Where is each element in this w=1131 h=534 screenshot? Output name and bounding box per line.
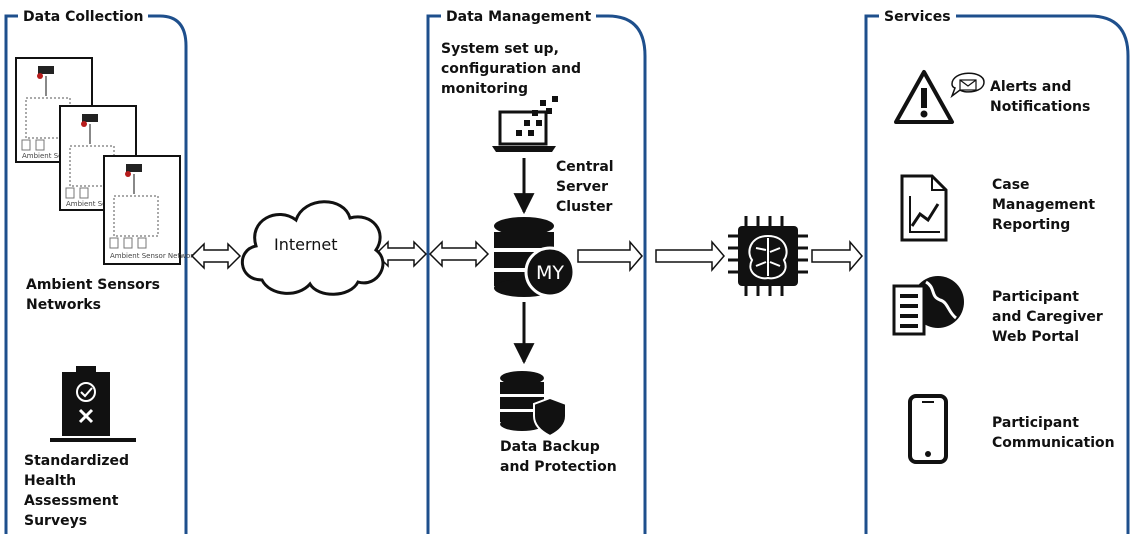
service-label-line: Communication — [992, 435, 1115, 451]
server-badge: MY — [536, 262, 564, 284]
backup-label-line: Data Backup — [500, 439, 600, 455]
setup-label-line: monitoring — [441, 81, 528, 97]
surveys-label-line: Assessment — [24, 493, 119, 509]
sensor-network-card: Ambient Sensor Network — [103, 155, 198, 265]
surveys-label-line: Surveys — [24, 513, 88, 529]
service-label-line: Web Portal — [992, 329, 1080, 345]
flow-arrow-right — [577, 239, 643, 273]
section-title-services: Services — [879, 8, 956, 26]
database-server-icon: MY — [494, 217, 576, 298]
service-label-line: and Caregiver — [992, 309, 1103, 325]
section-title-data-management: Data Management — [441, 8, 597, 26]
service-label-line: Reporting — [992, 217, 1071, 233]
server-label-line: Server — [556, 179, 609, 195]
alert-icon — [894, 70, 985, 124]
web-portal-icon — [892, 276, 964, 336]
service-label-line: Management — [992, 197, 1096, 213]
flow-arrow-right — [811, 239, 863, 273]
setup-label-line: System set up, — [441, 41, 559, 57]
laptop-icon — [492, 96, 558, 152]
bidirectional-arrow — [374, 240, 428, 268]
ai-chip-brain-icon — [728, 216, 808, 296]
clipboard-checklist-icon — [50, 366, 136, 442]
setup-label-line: configuration and — [441, 61, 581, 77]
smartphone-icon — [908, 394, 948, 464]
sensor-card-caption: Ambient Sensor Network — [110, 252, 198, 260]
service-label-line: Participant — [992, 289, 1079, 305]
service-label-line: Participant — [992, 415, 1079, 431]
services-frame — [864, 14, 1130, 534]
backup-label-line: and Protection — [500, 459, 617, 475]
backup-shield-icon — [500, 371, 567, 438]
data-collection-frame — [4, 14, 188, 534]
bidirectional-arrow — [428, 240, 490, 268]
bidirectional-arrow — [190, 242, 242, 270]
server-label-line: Central — [556, 159, 614, 175]
service-label-line: Notifications — [990, 99, 1091, 115]
internet-cloud-icon — [240, 200, 385, 296]
surveys-label-line: Health — [24, 473, 77, 489]
internet-label: Internet — [274, 235, 338, 254]
flow-arrow-right — [655, 239, 725, 273]
service-label-line: Case — [992, 177, 1030, 193]
data-management-frame — [426, 14, 647, 534]
surveys-label-line: Standardized — [24, 453, 130, 469]
server-label-line: Cluster — [556, 199, 613, 215]
sensors-label-line: Ambient Sensors — [26, 277, 161, 293]
service-label-line: Alerts and — [990, 79, 1072, 95]
sensors-label-line: Networks — [26, 297, 102, 313]
report-chart-icon — [900, 174, 948, 242]
section-title-data-collection: Data Collection — [18, 8, 149, 26]
